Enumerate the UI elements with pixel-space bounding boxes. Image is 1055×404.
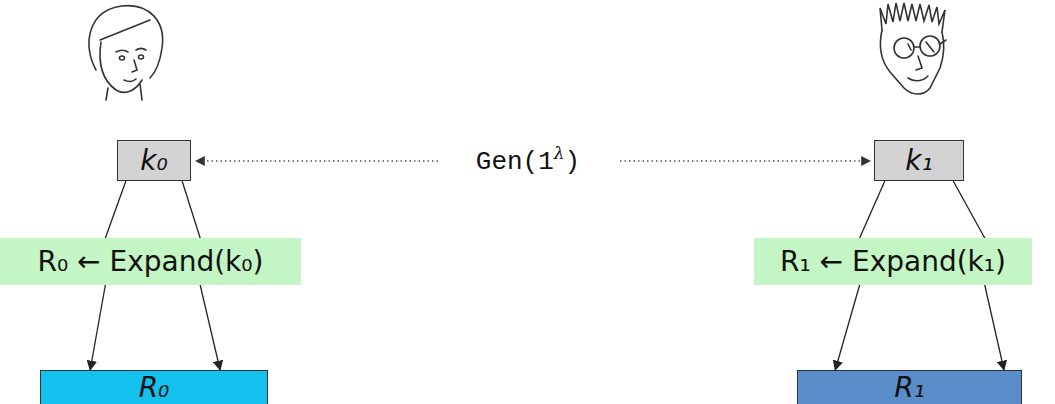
label-text: ) xyxy=(565,147,581,177)
superscript-text: λ xyxy=(554,143,565,163)
label-text: Gen(1 xyxy=(476,147,554,177)
node-text: R₁ ← Expand(k₁) xyxy=(780,248,1006,276)
dotted-arrow xyxy=(620,160,870,161)
key-box: k₀ xyxy=(117,140,191,181)
connector-line xyxy=(200,285,220,370)
generator-label: Gen(1λ) xyxy=(472,143,584,178)
node-text: k₁ xyxy=(905,147,932,175)
dotted-arrow xyxy=(196,160,438,161)
connector-line xyxy=(182,181,200,238)
connector-line xyxy=(105,181,126,238)
node-text: R₁ xyxy=(894,374,925,402)
connector-line xyxy=(860,181,885,238)
random-string-bar: R₁ xyxy=(797,370,1022,404)
connector-line xyxy=(985,285,1004,370)
node-text: R₀ xyxy=(139,374,170,402)
connector-line xyxy=(90,285,105,370)
connector-line xyxy=(953,181,985,238)
key-box: k₁ xyxy=(874,140,964,181)
bob-figure xyxy=(880,3,946,94)
connector-line xyxy=(835,285,859,370)
alice-figure xyxy=(89,6,163,100)
random-string-bar: R₀ xyxy=(40,370,268,404)
expand-step-box: R₁ ← Expand(k₁) xyxy=(754,238,1032,285)
expand-step-box: R₀ ← Expand(k₀) xyxy=(0,238,301,285)
node-text: R₀ ← Expand(k₀) xyxy=(38,248,264,276)
node-text: k₀ xyxy=(140,147,167,175)
